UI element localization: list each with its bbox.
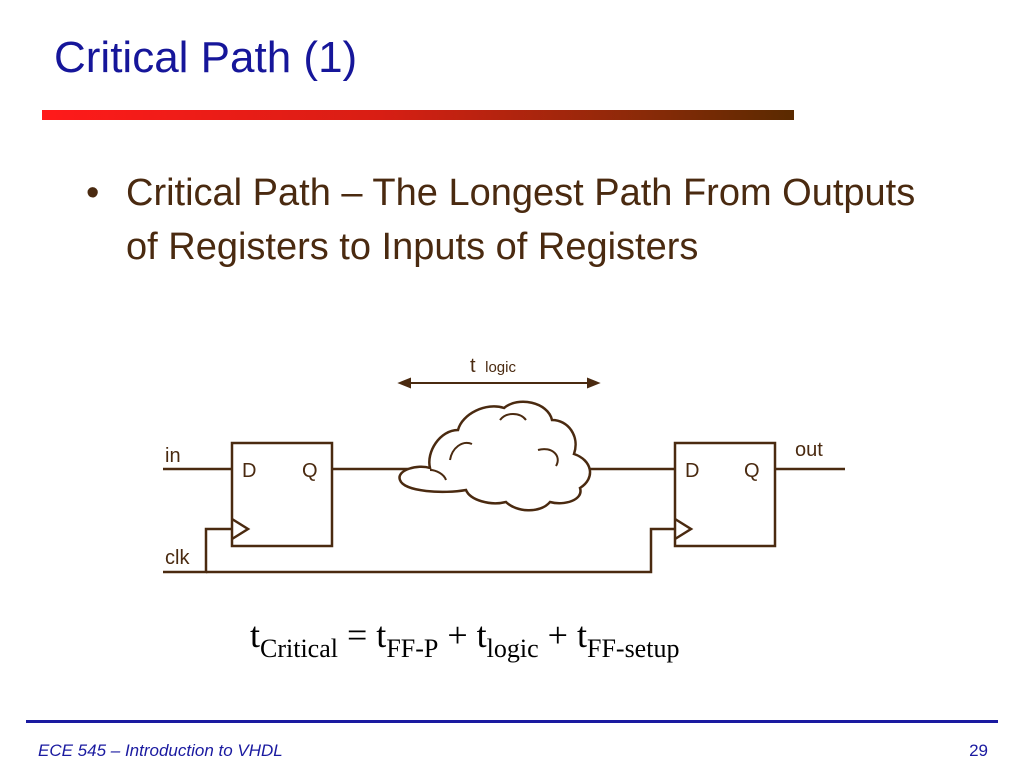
cloud-inner-curl-3 — [537, 448, 559, 467]
critical-path-equation: tCritical = tFF-P + tlogic + tFF-setup — [250, 614, 679, 663]
eq-t-critical: t — [250, 615, 261, 655]
eq-equals-t: = t — [338, 615, 387, 655]
cloud-inner-curl-2 — [499, 413, 527, 421]
t-logic-t: t — [470, 355, 476, 377]
cloud-inner-curl-4 — [429, 469, 447, 481]
bullet-text: Critical Path – The Longest Path From Ou… — [126, 172, 916, 268]
t-logic-arrow — [397, 377, 601, 389]
ff1-clock-triangle — [231, 517, 251, 541]
eq-sub-ff-setup: FF-setup — [586, 634, 680, 663]
slide-title: Critical Path (1) — [54, 33, 358, 82]
eq-sub-critical: Critical — [260, 634, 338, 663]
clk-label: clk — [165, 547, 190, 569]
eq-sub-ffp: FF-P — [386, 634, 439, 663]
eq-plus-t-1: + t — [438, 615, 487, 655]
eq-sub-logic: logic — [486, 634, 539, 663]
in-label: in — [165, 445, 181, 467]
combinational-logic-cloud-icon — [398, 400, 592, 512]
ff2-q-label: Q — [744, 460, 760, 482]
footer-course-title: ECE 545 – Introduction to VHDL — [38, 741, 283, 760]
ff2-d-label: D — [685, 460, 699, 482]
ff1-d-label: D — [242, 460, 256, 482]
footer-page-number: 29 — [969, 741, 988, 760]
ff2-clock-triangle — [674, 517, 694, 541]
t-logic-label: t logic — [470, 355, 516, 377]
cloud-inner-curl-1 — [449, 442, 473, 461]
eq-plus-t-2: + t — [538, 615, 587, 655]
bullet-dot-icon: • — [86, 172, 100, 214]
clk-wire-ff1 — [163, 527, 232, 574]
ff1-q-label: Q — [302, 460, 318, 482]
out-label: out — [795, 439, 823, 461]
footer-rule — [26, 720, 998, 723]
title-underline-rule — [42, 110, 794, 120]
clk-wire-ff2 — [206, 527, 675, 574]
bullet-item: • Critical Path – The Longest Path From … — [86, 166, 926, 274]
t-logic-sub: logic — [485, 359, 516, 376]
